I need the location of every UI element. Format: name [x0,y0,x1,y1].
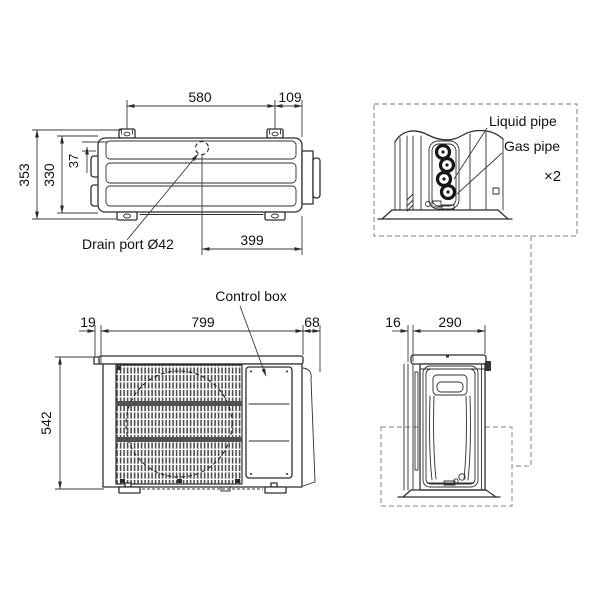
pipe-detail-view: Liquid pipe Gas pipe ×2 [373,103,578,467]
mounting-bracket [266,128,284,139]
control-box-panel [245,366,293,479]
dim-text-542: 542 [38,411,54,435]
quantity-label: ×2 [544,168,561,185]
service-valve [458,473,466,481]
top-view-body [97,137,303,213]
dim-text-68: 68 [304,314,320,330]
mounting-bracket [264,211,286,221]
dim-text-799: 799 [191,314,215,330]
side-base [397,489,501,498]
top-view-side-protrusion [301,150,321,205]
detail-dashed-box [373,103,578,237]
side-lid-clip [485,361,491,371]
liquid-pipe-leader [453,127,488,180]
front-view: 542 19 799 68 Control box [38,288,321,494]
top-view: 580 109 353 330 37 399 Drain port Ø42 [16,89,321,255]
panel-handle [432,374,468,396]
pipe-ports [434,143,457,201]
control-box-leader [239,305,267,377]
mounting-bracket [116,211,138,221]
dim-text-109: 109 [278,89,302,105]
pipe-cover-panel [422,365,479,488]
front-feet [118,482,287,494]
dim-text-399: 399 [240,232,264,248]
dim-text-353: 353 [16,163,32,187]
liquid-pipe-label: Liquid pipe [489,113,557,129]
front-side-flap [302,367,316,487]
gas-pipe-label: Gas pipe [504,138,560,154]
dim-text-330: 330 [41,163,57,187]
dim-text-37: 37 [66,154,81,168]
top-view-slats [105,140,297,207]
dim-text-19: 19 [80,314,96,330]
front-lid [98,355,304,365]
gas-pipe-leader [456,152,503,195]
detail-connector-line [512,236,532,467]
fan-circle [125,370,233,478]
drain-port-leader [126,153,199,241]
dim-text-290: 290 [438,314,462,330]
control-box-label: Control box [215,288,287,304]
dim-text-16: 16 [385,314,401,330]
dim-text-580: 580 [188,89,212,105]
fan-grille [115,364,243,485]
drain-port-label: Drain port Ø42 [82,236,174,252]
pipe-connection-sketch [377,129,513,220]
side-view: 16 290 [380,314,513,507]
